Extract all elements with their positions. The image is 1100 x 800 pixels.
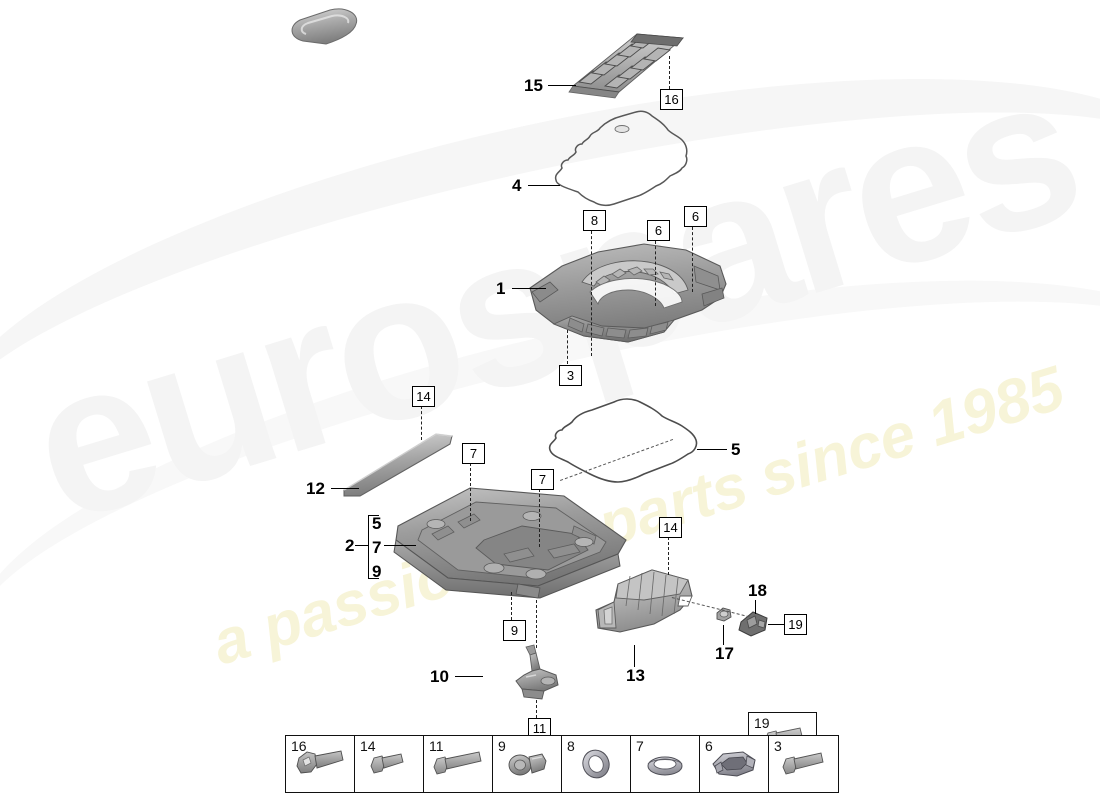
- legend-strip: 16 14 11: [285, 735, 839, 793]
- callout-5: 5: [731, 440, 741, 459]
- legend-number-14: 14: [360, 738, 376, 754]
- clamp-icon: [712, 751, 756, 777]
- dash-6b: [692, 227, 693, 292]
- leader-5: [697, 449, 727, 451]
- leader-13: [634, 645, 636, 667]
- bolt-icon: [782, 752, 824, 775]
- legend-item-8[interactable]: 8: [562, 736, 631, 792]
- part-1-upper-housing: [524, 232, 732, 352]
- legend-number-19: 19: [754, 715, 770, 731]
- leader-2: [384, 545, 416, 547]
- leader-12: [331, 488, 359, 490]
- legend-item-7[interactable]: 7: [631, 736, 700, 792]
- part-oval-pad: [286, 8, 362, 56]
- leader-1: [512, 288, 546, 290]
- callout-9: 9: [503, 620, 526, 641]
- o-ring-icon: [582, 749, 610, 779]
- legend-item-11[interactable]: 11: [424, 736, 493, 792]
- callout-2: 2: [345, 536, 355, 555]
- part-10-oil-pickup: [500, 644, 574, 705]
- callout-3: 3: [559, 365, 582, 386]
- part-15-chain-rail: [565, 28, 690, 99]
- legend-number-9: 9: [498, 738, 506, 754]
- legend-item-14[interactable]: 14: [355, 736, 424, 792]
- callout-14a: 14: [412, 386, 435, 407]
- dash-14a: [421, 406, 422, 440]
- callout-16: 16: [660, 89, 683, 110]
- callout-13: 13: [626, 666, 645, 685]
- legend-number-3: 3: [774, 738, 782, 754]
- callout-group-9: 9: [372, 562, 382, 581]
- dash-8: [591, 231, 592, 356]
- flange-bolt-icon: [296, 750, 344, 774]
- callout-group-5: 5: [372, 514, 382, 533]
- callout-12: 12: [306, 479, 325, 498]
- callout-4: 4: [512, 176, 522, 195]
- part-5-gasket: [528, 396, 720, 488]
- callout-15: 15: [524, 76, 543, 95]
- short-bolt-icon: [370, 753, 404, 774]
- dash-16: [669, 56, 670, 89]
- callout-18: 18: [748, 581, 767, 600]
- callout-1: 1: [496, 279, 506, 298]
- callout-7b: 7: [531, 469, 554, 490]
- dash-7b: [539, 489, 540, 547]
- callout-17: 17: [715, 644, 734, 663]
- leader-2-stub: [355, 545, 369, 547]
- legend-item-9[interactable]: 9: [493, 736, 562, 792]
- dash-3: [567, 330, 568, 364]
- callout-19: 19: [784, 614, 807, 635]
- dash-11-lower: [536, 700, 537, 718]
- legend-number-7: 7: [636, 738, 644, 754]
- leader-19: [768, 624, 784, 626]
- dash-14b: [668, 537, 669, 575]
- legend-number-16: 16: [291, 738, 307, 754]
- leader-17: [723, 625, 725, 645]
- callout-6b: 6: [684, 206, 707, 227]
- legend-number-6: 6: [705, 738, 713, 754]
- part-2-oil-pan: [388, 478, 636, 614]
- dash-7a: [470, 463, 471, 521]
- legend-number-8: 8: [567, 738, 575, 754]
- part-4-gasket: [530, 108, 710, 208]
- long-bolt-icon: [433, 751, 482, 775]
- callout-14b: 14: [659, 517, 682, 538]
- legend-number-11: 11: [429, 738, 444, 754]
- leader-10: [455, 676, 483, 678]
- legend-item-16[interactable]: 16: [286, 736, 355, 792]
- leader-4: [528, 185, 560, 187]
- callout-8: 8: [583, 210, 606, 231]
- part-17-spacer: [713, 605, 735, 625]
- seal-ring-icon: [647, 756, 683, 776]
- legend-item-6[interactable]: 6: [700, 736, 769, 792]
- leader-18: [755, 600, 757, 614]
- callout-10: 10: [430, 667, 449, 686]
- dash-6a: [655, 241, 656, 306]
- bracket-group-2: [368, 515, 379, 579]
- callout-7a: 7: [462, 443, 485, 464]
- part-12-side-rail: [340, 430, 458, 500]
- leader-15: [548, 85, 576, 87]
- dash-11-upper: [536, 600, 537, 648]
- legend-item-3[interactable]: 3: [769, 736, 838, 792]
- callout-6a: 6: [647, 220, 670, 241]
- callout-group-7: 7: [372, 538, 382, 557]
- part-13-baffle: [592, 566, 704, 648]
- dash-9: [511, 592, 512, 620]
- part-18-bracket: [737, 608, 771, 640]
- drain-plug-icon: [508, 753, 547, 776]
